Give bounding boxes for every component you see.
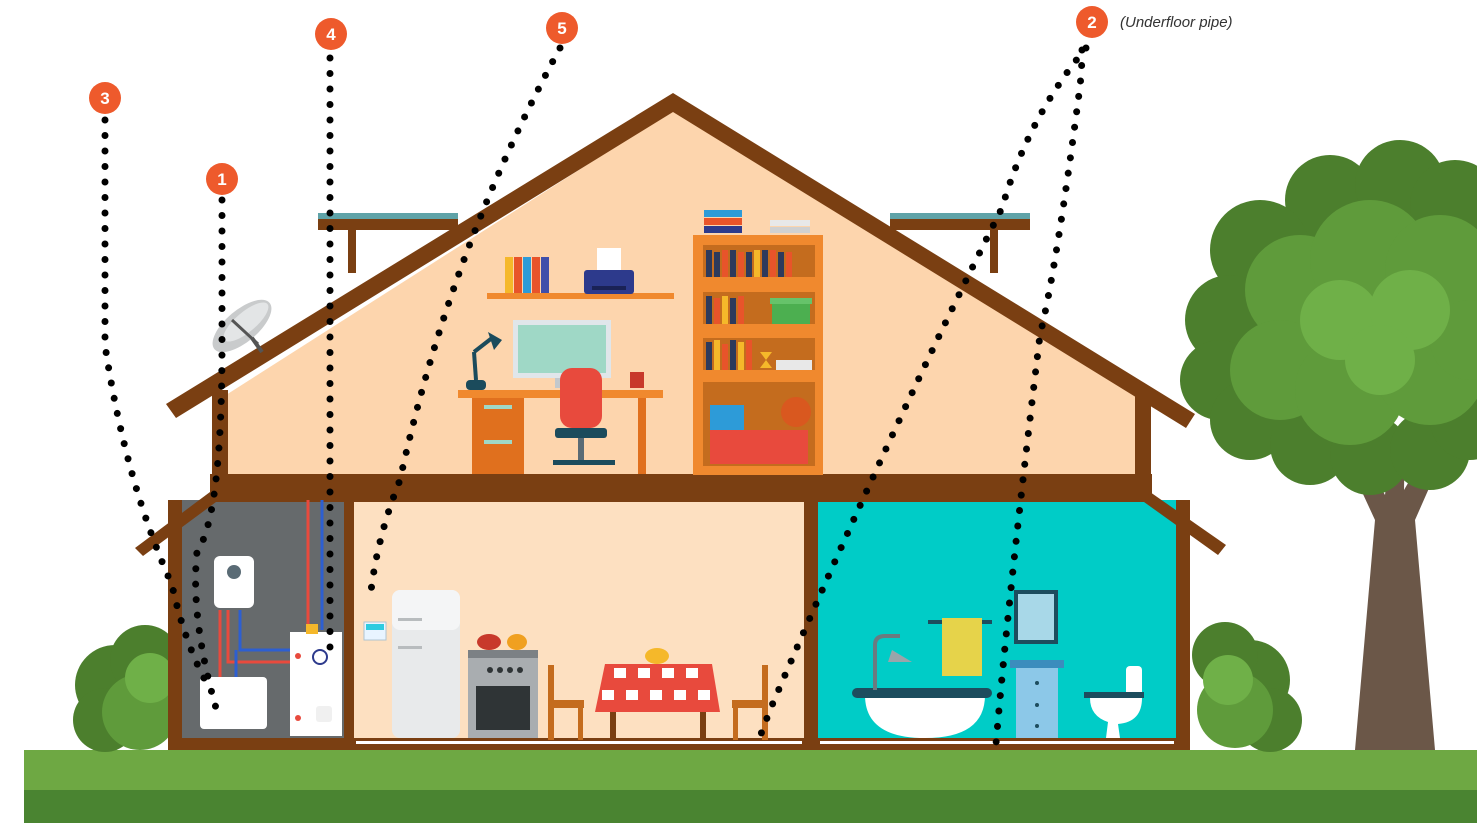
sink-cabinet: [1010, 660, 1064, 738]
dining-chairs: [548, 665, 768, 740]
marker-1: 1: [206, 163, 238, 195]
hot-water-cylinder: [290, 624, 342, 736]
marker-2-note: (Underfloor pipe): [1120, 14, 1233, 31]
callout-line-1: [192, 196, 226, 719]
attic-room: [226, 110, 1137, 478]
wall-boiler: [214, 556, 254, 608]
marker-2: 2 (Underfloor pipe): [1076, 6, 1233, 38]
marker-3-badge: [89, 82, 121, 114]
satellite-dish: [212, 299, 272, 354]
callout-lines: [101, 44, 1090, 748]
control-box: [200, 677, 267, 729]
marker-2-number: 2: [1087, 13, 1096, 32]
house-structure: [135, 93, 1226, 750]
marker-5: 5: [546, 12, 578, 44]
marker-5-badge: [546, 12, 578, 44]
chimney-left: [318, 213, 458, 273]
marker-3: 3: [89, 82, 121, 114]
mug: [630, 372, 644, 388]
ground: [24, 750, 1477, 823]
marker-4: 4: [315, 18, 347, 50]
bush-right: [1192, 622, 1302, 752]
office-chair: [553, 368, 615, 465]
bathroom-mirror: [1014, 590, 1058, 644]
marker-4-number: 4: [326, 25, 336, 44]
towel-rail: [928, 618, 992, 676]
marker-2-badge: [1076, 6, 1108, 38]
marker-5-number: 5: [557, 19, 566, 38]
bush-left: [73, 625, 180, 752]
stove: [468, 634, 538, 738]
marker-1-badge: [206, 163, 238, 195]
desk-lamp: [466, 332, 502, 390]
toilet: [1084, 666, 1144, 738]
fridge: [392, 590, 460, 738]
marker-3-number: 3: [100, 89, 109, 108]
bookshelf: [693, 210, 823, 475]
tree: [1180, 140, 1477, 750]
marker-4-badge: [315, 18, 347, 50]
wall-shelf: [487, 257, 674, 299]
computer-monitor: [513, 320, 611, 388]
printer: [584, 248, 634, 294]
marker-1-number: 1: [217, 170, 226, 189]
callout-line-2a: [754, 44, 1090, 746]
dining-table: [595, 648, 720, 738]
bathtub: [852, 634, 992, 738]
callout-line-3: [101, 116, 209, 684]
callout-line-5: [366, 44, 564, 604]
